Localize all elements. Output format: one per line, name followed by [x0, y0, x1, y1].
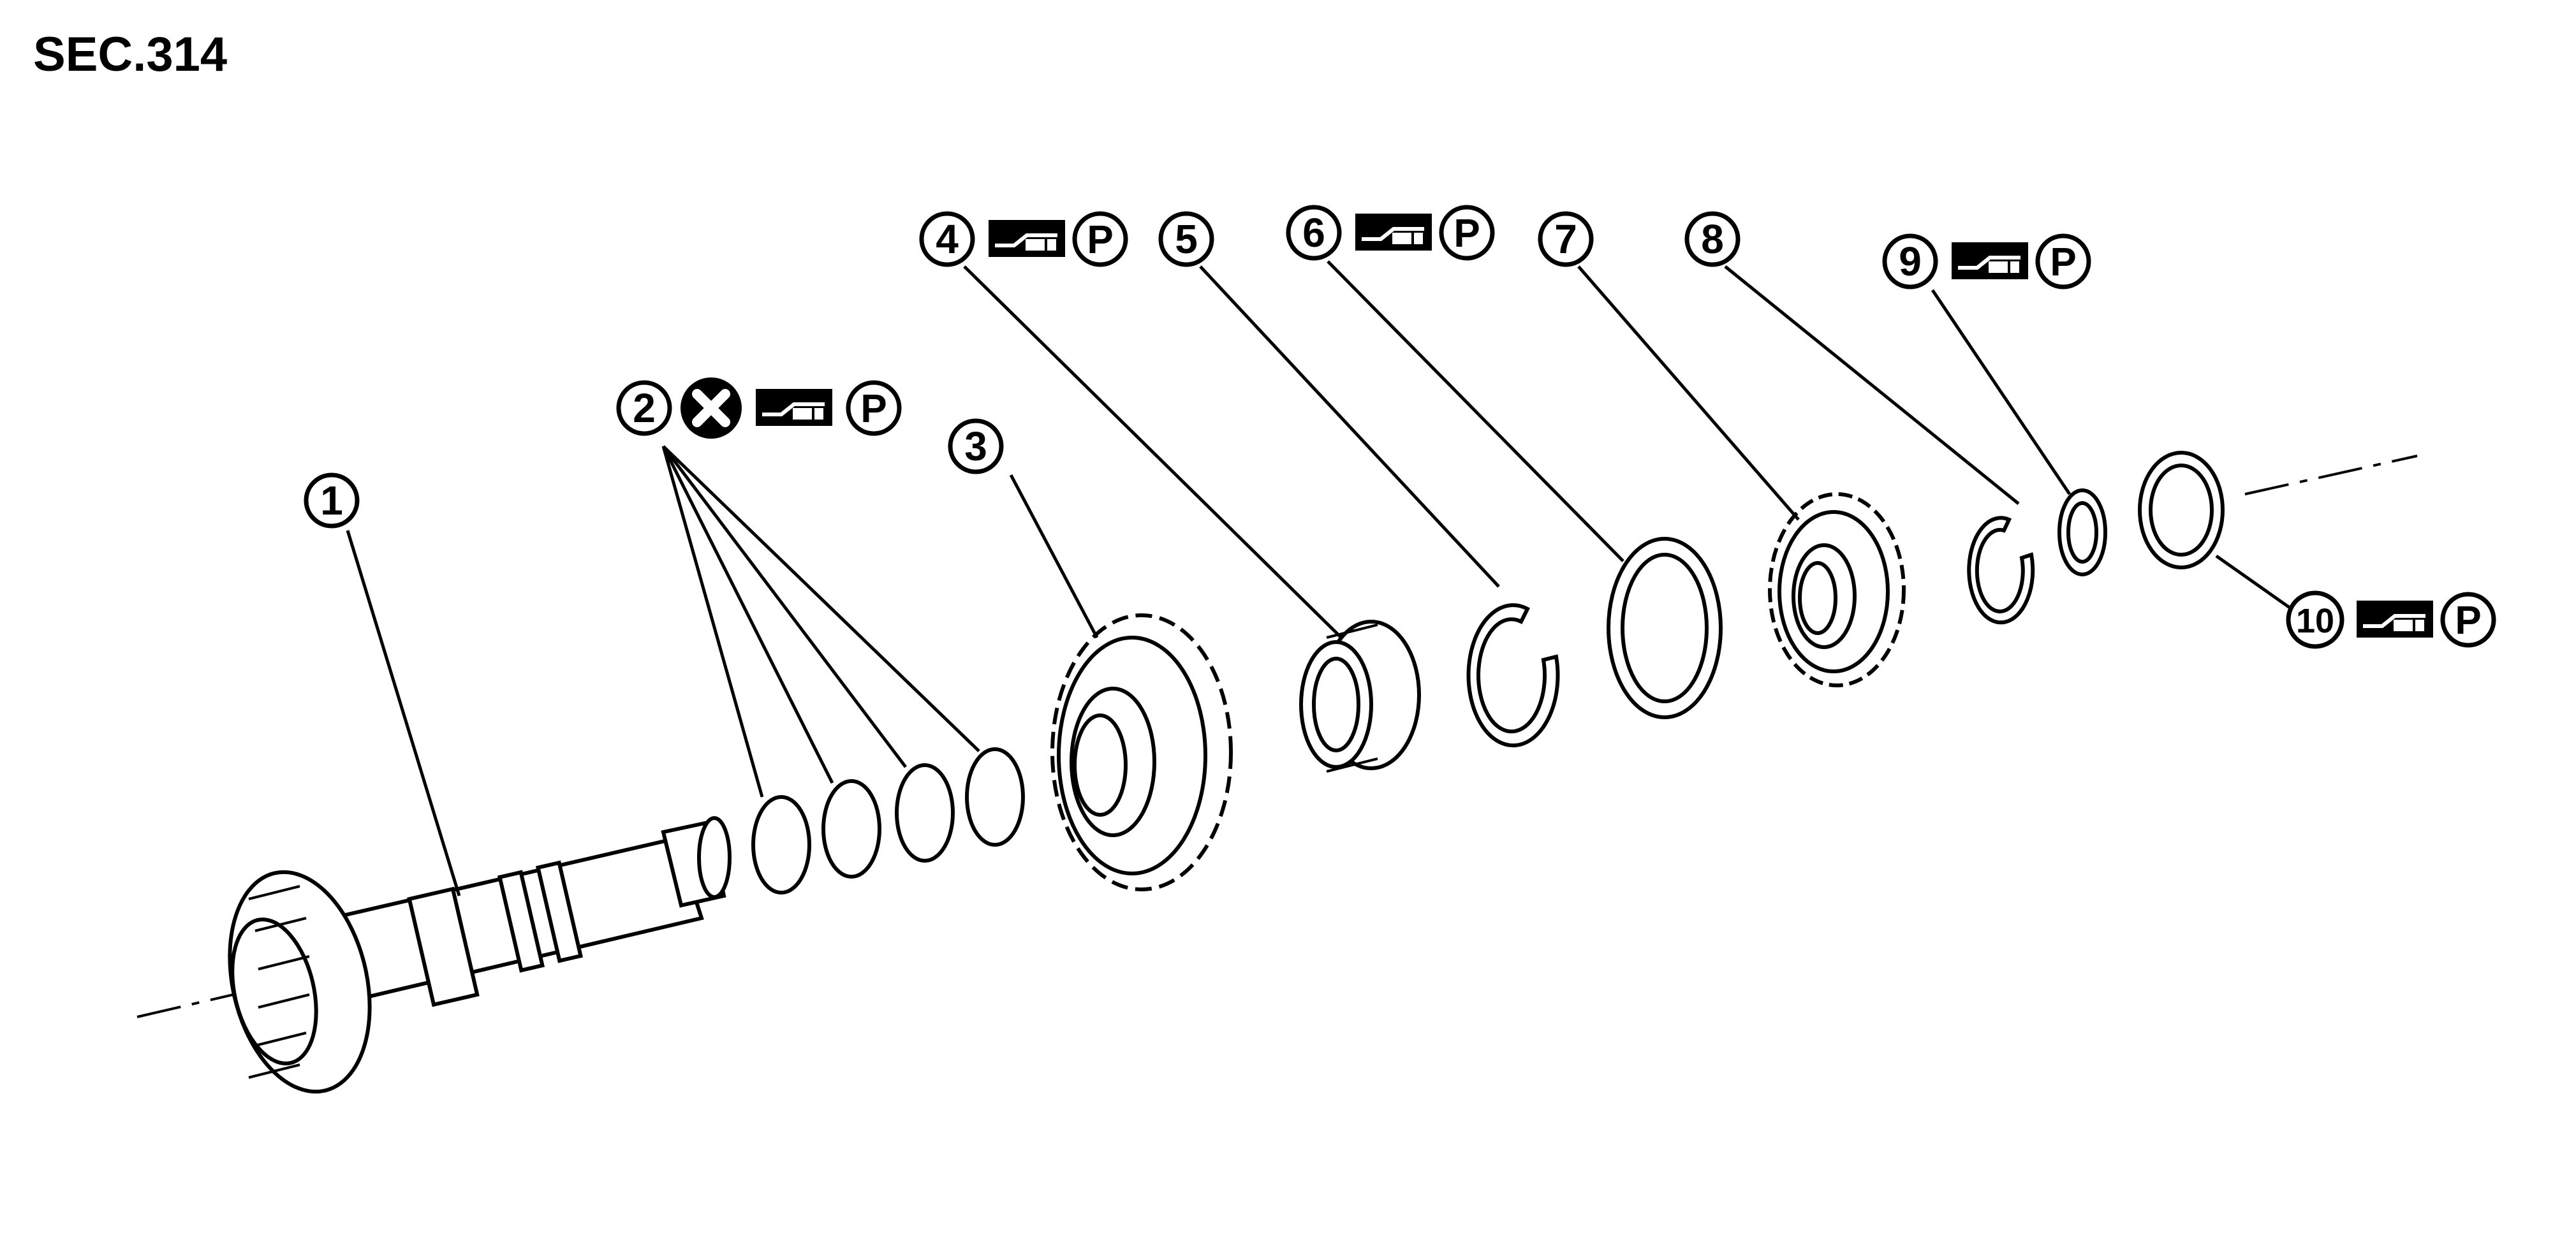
p-icon: P — [1072, 211, 1128, 267]
callout-7-number: 7 — [1554, 216, 1577, 262]
callout-10-number: 10 — [2296, 602, 2334, 640]
part-5-snap-ring — [1466, 603, 1560, 748]
x-mark-icon — [681, 377, 742, 439]
part-6-thrust-washer — [1607, 537, 1723, 719]
part-4-needle-bearing — [1299, 620, 1421, 773]
callout-9: 9 P — [1882, 233, 2091, 289]
p-icon: P — [2035, 233, 2091, 289]
callout-3: 3 — [948, 418, 1004, 474]
callout-9-number: 9 — [1899, 238, 1922, 284]
callout-8-number: 8 — [1701, 216, 1724, 262]
p-icon: P — [1439, 205, 1495, 261]
callout-5: 5 — [1158, 211, 1214, 267]
grease-icon — [1355, 214, 1432, 251]
part-7-sprocket — [1768, 492, 1906, 687]
leader-lines — [346, 260, 2297, 896]
grease-icon — [2357, 601, 2433, 638]
callout-5-number: 5 — [1175, 216, 1198, 262]
part-2-seal-rings — [751, 747, 1025, 895]
svg-text:P: P — [1087, 218, 1113, 262]
callout-3-number: 3 — [964, 423, 987, 469]
part-9-washer — [2057, 488, 2107, 576]
callout-7: 7 — [1538, 211, 1594, 267]
grease-icon — [756, 389, 832, 426]
callout-4: 4 P — [919, 211, 1128, 267]
section-code: SEC.314 — [33, 27, 228, 82]
axis-line-right — [2244, 455, 2418, 495]
part-8-snap-ring — [1967, 516, 2035, 625]
grease-icon — [1952, 242, 2028, 279]
callout-10: 10 P — [2286, 590, 2496, 649]
callout-6-number: 6 — [1302, 210, 1325, 256]
svg-text:P: P — [1454, 212, 1480, 256]
grease-icon — [989, 220, 1065, 257]
callout-4-number: 4 — [936, 216, 959, 262]
part-10-washer — [2138, 451, 2225, 569]
svg-text:P: P — [2050, 240, 2076, 284]
callout-8: 8 — [1684, 211, 1741, 267]
callout-6: 6 P — [1286, 205, 1495, 261]
svg-text:P: P — [2455, 599, 2481, 643]
callout-1: 1 — [304, 472, 360, 529]
part-1-shaft — [228, 816, 732, 1094]
callout-1-number: 1 — [320, 478, 343, 523]
p-icon: P — [846, 380, 902, 436]
svg-text:P: P — [860, 387, 887, 431]
part-3-gear — [1050, 613, 1233, 891]
callout-2-number: 2 — [633, 385, 656, 431]
p-icon: P — [2440, 592, 2496, 648]
callout-2: 2 P — [616, 377, 902, 439]
